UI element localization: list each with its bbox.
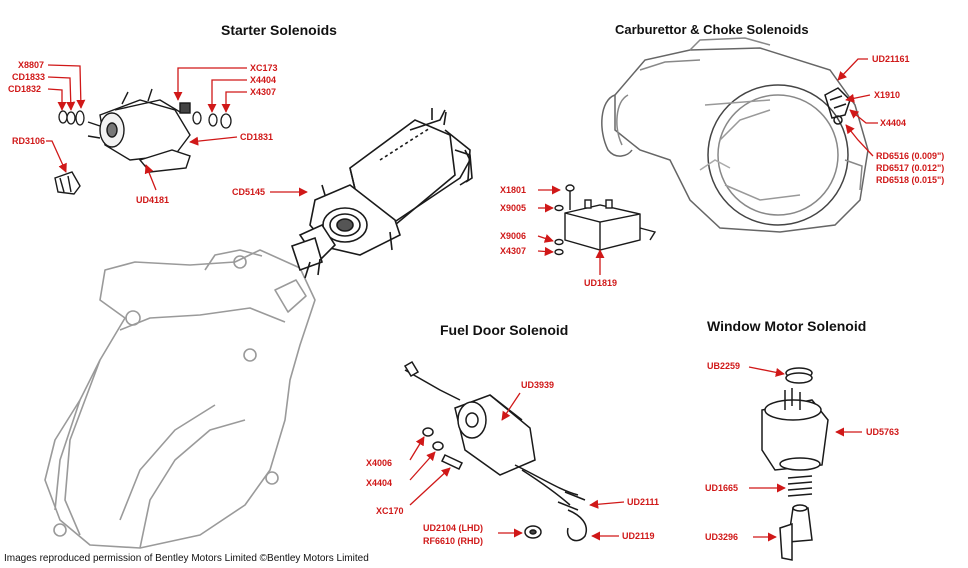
choke-solenoid-ud1819 (554, 184, 657, 256)
window-motor-solenoid (761, 367, 829, 561)
part-label[interactable]: X9005 (500, 203, 527, 213)
carb-section-title: Carburettor & Choke Solenoids (615, 22, 809, 37)
image-credit: Images reproduced permission of Bentley … (4, 553, 369, 564)
part-label[interactable]: UD3296 (705, 532, 739, 542)
part-label[interactable]: UD2119 (622, 531, 655, 541)
part-label[interactable]: X4307 (250, 87, 277, 97)
part-label[interactable]: X1801 (500, 185, 527, 195)
part-label[interactable]: RF6610 (RHD) (423, 536, 484, 546)
part-label[interactable]: XC173 (250, 63, 278, 73)
part-label[interactable]: RD6517 (0.012") (876, 163, 945, 173)
starter-section-title: Starter Solenoids (221, 22, 337, 38)
part-label[interactable]: X4404 (880, 118, 907, 128)
part-label[interactable]: RD6516 (0.009") (876, 151, 945, 161)
carburettor-illustration (601, 37, 869, 233)
starter-washers (58, 110, 232, 129)
part-label[interactable]: X4404 (250, 75, 277, 85)
part-label[interactable]: UD2104 (LHD) (423, 523, 484, 533)
part-label[interactable]: UD5763 (866, 427, 900, 437)
part-label[interactable]: UD1665 (705, 483, 739, 493)
starter-solenoid-small (87, 88, 191, 173)
window-motor-section-title: Window Motor Solenoid (707, 318, 867, 334)
part-label[interactable]: CD5145 (232, 187, 266, 197)
part-label[interactable]: X9006 (500, 231, 527, 241)
part-label[interactable]: UB2259 (707, 361, 741, 371)
part-label[interactable]: X8807 (18, 60, 45, 70)
part-label[interactable]: UD4181 (136, 195, 170, 205)
part-label[interactable]: X1910 (874, 90, 901, 100)
part-label[interactable]: RD6518 (0.015") (876, 175, 945, 185)
bellhousing-illustration (44, 249, 316, 549)
leader-arrows (46, 58, 878, 542)
fuel-door-section-title: Fuel Door Solenoid (440, 322, 569, 338)
part-label[interactable]: X4307 (500, 246, 527, 256)
part-label[interactable]: CD1832 (8, 84, 42, 94)
part-label[interactable]: CD1831 (240, 132, 274, 142)
rubber-boot-rd3106 (54, 171, 81, 195)
part-label[interactable]: X4006 (366, 458, 393, 468)
part-label[interactable]: UD1819 (584, 278, 618, 288)
part-label[interactable]: CD1833 (12, 72, 46, 82)
part-label[interactable]: XC170 (376, 506, 404, 516)
fuel-door-solenoid (403, 360, 587, 542)
part-label[interactable]: UD3939 (521, 380, 555, 390)
part-label[interactable]: UD2111 (627, 497, 660, 507)
part-label[interactable]: UD21161 (872, 54, 910, 64)
part-label[interactable]: RD3106 (12, 136, 46, 146)
part-label[interactable]: X4404 (366, 478, 393, 488)
starter-solenoid-large (290, 108, 473, 279)
